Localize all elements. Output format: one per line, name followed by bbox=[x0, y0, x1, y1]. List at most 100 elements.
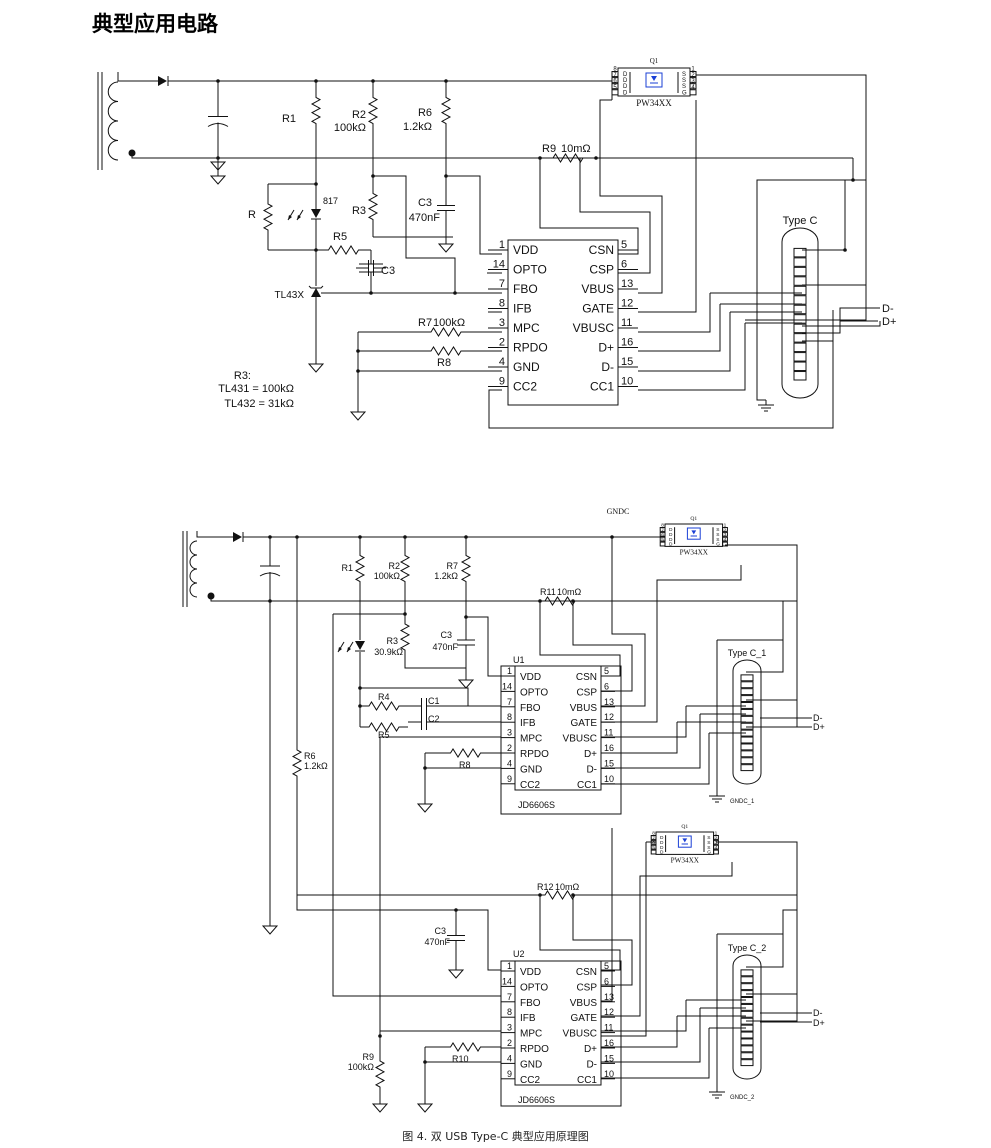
mosfet-diode bbox=[691, 530, 697, 535]
pin-number: 9 bbox=[499, 376, 505, 388]
ground-symbol bbox=[457, 679, 475, 689]
mosfet-pin bbox=[722, 541, 728, 547]
wire bbox=[745, 308, 867, 321]
resistor-label: R7 bbox=[418, 317, 432, 329]
ground-symbol bbox=[307, 363, 325, 373]
resistor-label: R5 bbox=[333, 231, 347, 243]
diode bbox=[158, 76, 167, 86]
resistor-label: R3 bbox=[386, 636, 398, 646]
pin-number: 6 bbox=[604, 976, 609, 986]
pin-label: D bbox=[623, 78, 628, 84]
resistor-value: 1.2kΩ bbox=[304, 761, 328, 771]
pin-name: GND bbox=[520, 764, 542, 775]
capacitor-value: 470nF bbox=[432, 642, 458, 652]
pin-label: S bbox=[707, 845, 710, 851]
wire bbox=[802, 310, 834, 342]
resistor bbox=[367, 81, 379, 140]
pin-name: CSP bbox=[576, 687, 597, 698]
resistor bbox=[399, 537, 411, 600]
type-c-pin bbox=[740, 681, 754, 689]
mosfet-pin bbox=[689, 83, 697, 90]
resistor bbox=[360, 722, 408, 732]
mosfet-label: Q1 bbox=[690, 516, 697, 522]
pin-label: S bbox=[682, 78, 686, 84]
pin-number: 1 bbox=[499, 239, 505, 251]
pin-number: 14 bbox=[502, 681, 512, 691]
pin-label: S bbox=[716, 532, 719, 538]
pin-label: S bbox=[707, 840, 710, 846]
pin-number: 10 bbox=[621, 376, 633, 388]
type-c-pin bbox=[740, 1010, 754, 1018]
wire bbox=[696, 74, 867, 308]
pin-name: VBUS bbox=[581, 282, 614, 296]
wire bbox=[131, 153, 853, 159]
pin-name: GATE bbox=[582, 302, 614, 316]
resistor bbox=[367, 176, 379, 237]
pin-number: 6 bbox=[661, 532, 664, 538]
mosfet-pin bbox=[659, 531, 666, 537]
type-c-pin bbox=[740, 969, 754, 977]
d-minus-label: D- bbox=[813, 1008, 823, 1018]
capacitor-value: 470nF bbox=[424, 937, 450, 947]
pin-number: 8 bbox=[507, 712, 512, 722]
resistor-label: R8 bbox=[459, 760, 471, 770]
ground-symbol bbox=[437, 243, 455, 253]
type-c-pin bbox=[793, 323, 807, 334]
d-plus-label: D+ bbox=[882, 316, 896, 328]
wire bbox=[746, 640, 784, 673]
ground-symbol bbox=[209, 175, 227, 185]
pin-name: VDD bbox=[520, 967, 541, 978]
pin-name: CSN bbox=[589, 243, 614, 257]
photo-arrow bbox=[347, 647, 351, 652]
pin-name: VBUS bbox=[570, 998, 598, 1009]
pin-label: D bbox=[669, 537, 673, 543]
type-c-pin bbox=[793, 276, 807, 286]
pin-number: 9 bbox=[507, 1069, 512, 1079]
wire bbox=[296, 783, 456, 911]
pin-number: 4 bbox=[499, 356, 505, 368]
pin-number: 9 bbox=[507, 774, 512, 784]
d-minus-label: D- bbox=[813, 713, 823, 723]
mosfet-pin bbox=[650, 835, 657, 840]
wire bbox=[446, 175, 502, 255]
ground-symbol bbox=[371, 1103, 389, 1113]
pin-number: 11 bbox=[604, 728, 613, 738]
resistor bbox=[540, 890, 580, 900]
pin-number: 3 bbox=[499, 317, 505, 329]
tl-label: TL43X bbox=[275, 290, 305, 301]
wire bbox=[360, 687, 501, 707]
type-c-pin bbox=[740, 702, 754, 709]
wire bbox=[579, 157, 651, 274]
pin-name: CC1 bbox=[577, 1075, 597, 1086]
resistor-label: R1 bbox=[282, 113, 296, 125]
pin-number: 12 bbox=[621, 298, 633, 310]
wire bbox=[601, 722, 678, 754]
type-c-pin bbox=[740, 1031, 754, 1039]
type-c-pin bbox=[740, 715, 754, 723]
wire bbox=[572, 895, 633, 986]
pin-name: VBUSC bbox=[573, 321, 615, 335]
d-plus-label: D+ bbox=[813, 722, 825, 732]
wire bbox=[210, 596, 663, 602]
pin-name: FBO bbox=[520, 998, 541, 1009]
wire bbox=[580, 894, 798, 910]
resistor-label: R4 bbox=[378, 692, 390, 702]
wire bbox=[572, 601, 633, 692]
pin-label: D bbox=[623, 72, 628, 78]
pin-label: G bbox=[716, 542, 720, 548]
pin-number: 4 bbox=[507, 1053, 512, 1063]
pin-name: VBUSC bbox=[563, 734, 597, 745]
junction-dot bbox=[356, 369, 360, 373]
resistor bbox=[310, 81, 322, 140]
pin-label: D bbox=[660, 850, 664, 856]
wire bbox=[601, 706, 687, 738]
resistor-value: 30.9kΩ bbox=[374, 647, 403, 657]
photo-arrow bbox=[288, 215, 292, 220]
wire bbox=[601, 828, 613, 1002]
mosfet-pin bbox=[713, 835, 719, 840]
pin-label: G bbox=[707, 850, 711, 856]
wire bbox=[663, 600, 784, 653]
pin-name: CSP bbox=[576, 982, 597, 993]
wire bbox=[601, 537, 646, 707]
mosfet-body bbox=[655, 831, 715, 855]
